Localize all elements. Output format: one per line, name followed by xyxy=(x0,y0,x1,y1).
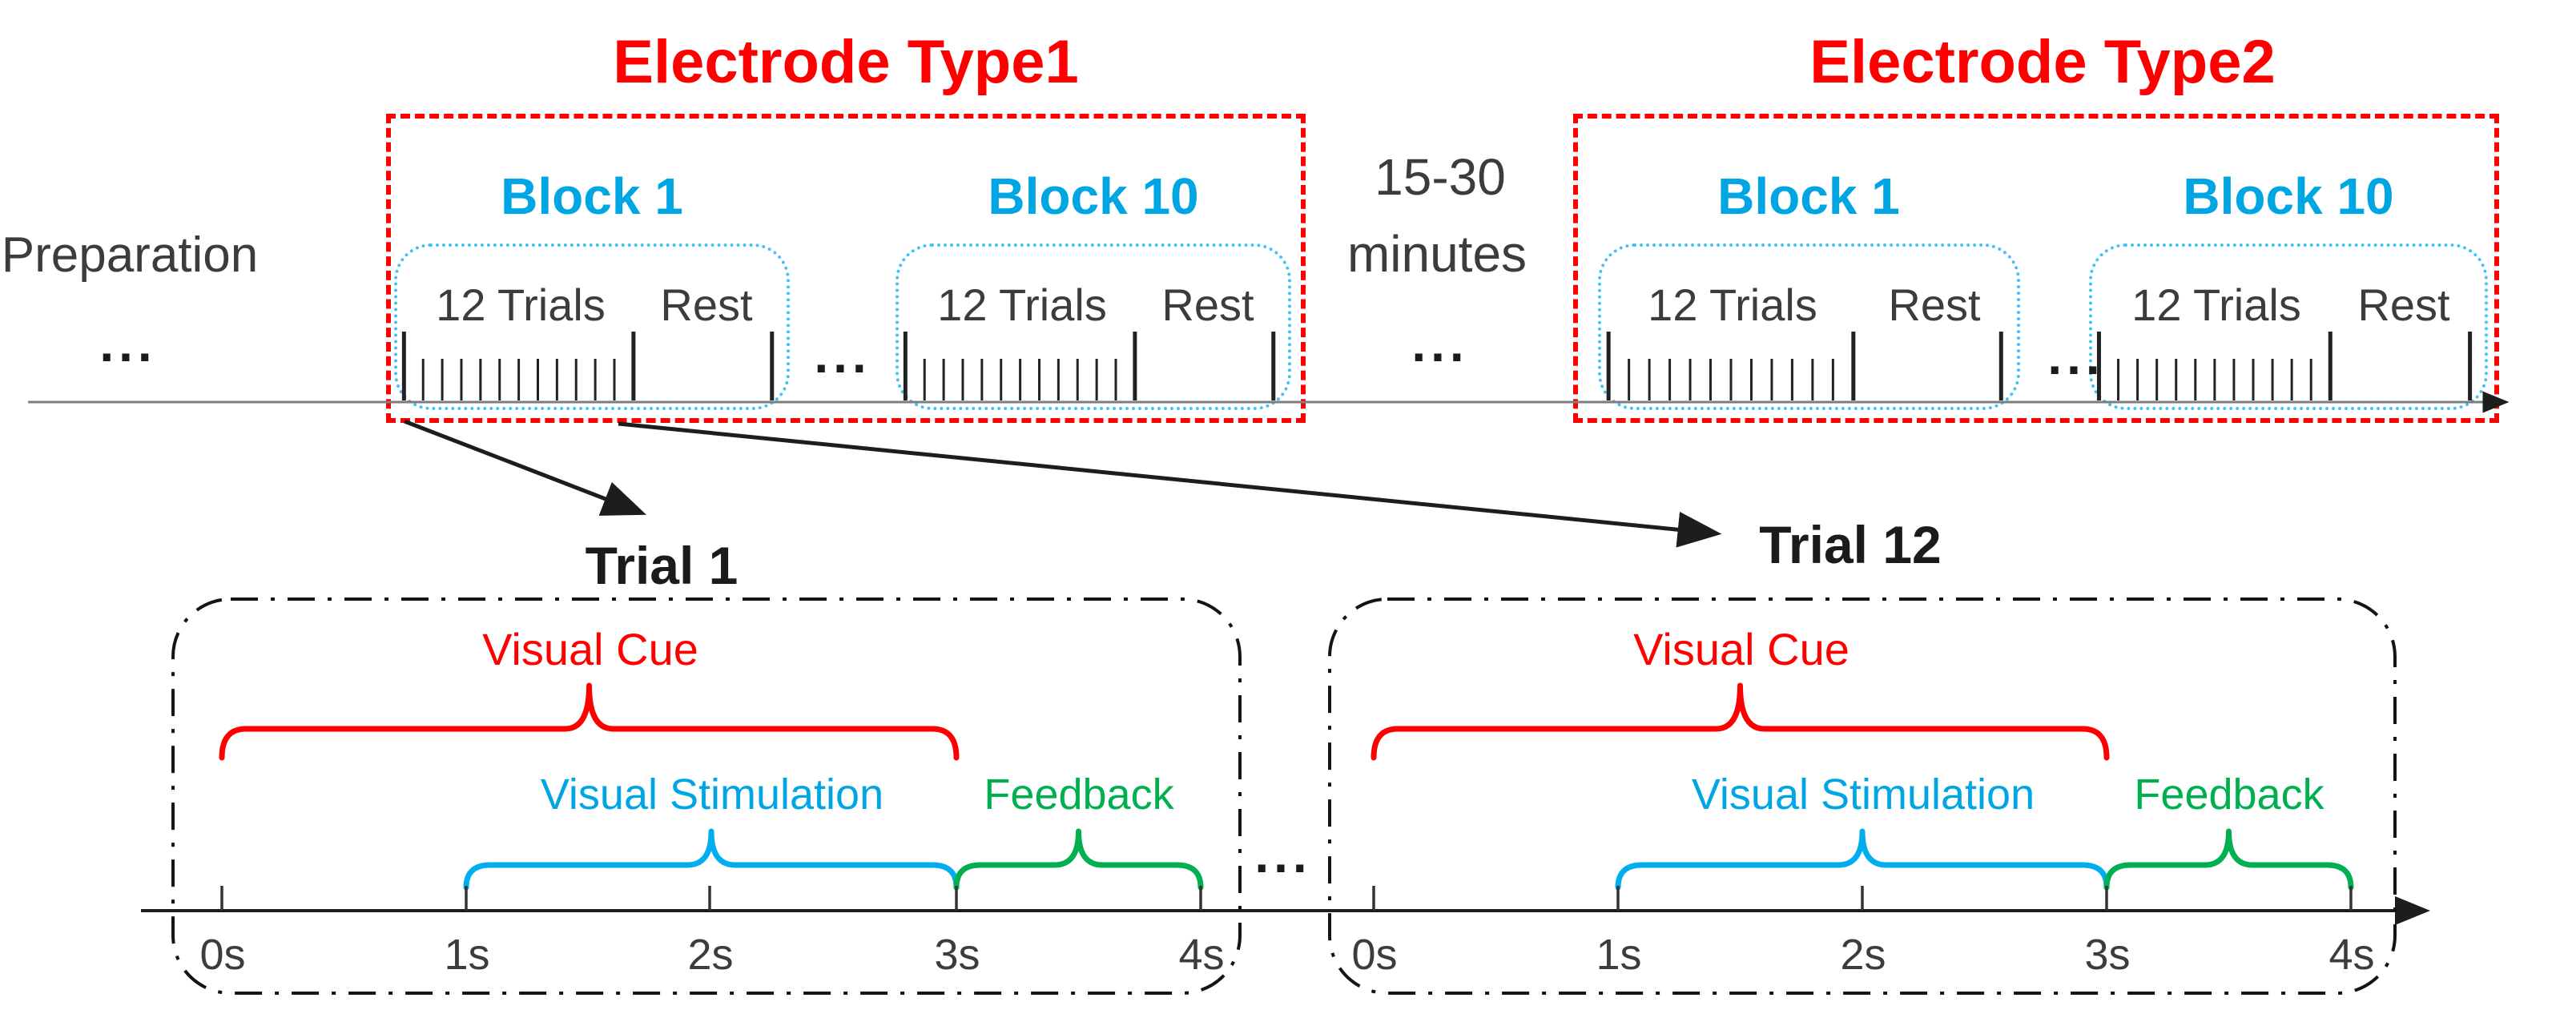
trial1-visual-stimulation-label: Visual Stimulation xyxy=(540,770,884,819)
trial12-visual-stimulation-label: Visual Stimulation xyxy=(1691,770,2035,819)
trial1-visual-cue-brace xyxy=(219,682,960,761)
trial1-callout-arrow xyxy=(404,419,646,516)
trial12-tick-4s: 4s xyxy=(2328,931,2375,979)
trial1-visual-cue-label: Visual Cue xyxy=(482,624,698,674)
between-trials-ellipsis: ... xyxy=(1254,826,1312,883)
interval-ellipsis: ... xyxy=(1411,315,1469,372)
type2-block10-box xyxy=(2089,243,2488,410)
trial12-label: Trial 12 xyxy=(1759,515,1942,574)
trial1-tick-0s: 0s xyxy=(199,931,246,979)
trial1-tick-4s: 4s xyxy=(1178,931,1225,979)
type1-block1-label: Block 1 xyxy=(501,167,683,225)
trial12-tick-0s: 0s xyxy=(1351,931,1398,979)
type2-block1-rest-label: Rest xyxy=(1888,280,1981,330)
electrode-type1-title: Electrode Type1 xyxy=(613,28,1079,96)
electrode-type2-box xyxy=(1573,114,2499,423)
trial1-feedback-brace xyxy=(953,828,1204,891)
type2-block10-label: Block 10 xyxy=(2183,167,2394,225)
type1-between-blocks-ellipsis: ... xyxy=(814,326,871,384)
trial1-tick-2s: 2s xyxy=(687,931,734,979)
preparation-label: Preparation xyxy=(1,227,259,283)
type2-block10-trials-label: 12 Trials xyxy=(2131,280,2301,330)
trial12-callout-arrow xyxy=(618,421,1722,548)
type1-block10-label: Block 10 xyxy=(988,167,1199,225)
electrode-type1-box xyxy=(386,114,1306,423)
type2-block1-trials-label: 12 Trials xyxy=(1648,280,1817,330)
electrode-type2-title: Electrode Type2 xyxy=(1809,28,2276,96)
type1-block1-box xyxy=(394,243,790,410)
type1-block10-rest-label: Rest xyxy=(1161,280,1254,330)
type1-block10-trials-label: 12 Trials xyxy=(937,280,1107,330)
type1-block1-trials-label: 12 Trials xyxy=(436,280,606,330)
trial12-visual-cue-label: Visual Cue xyxy=(1633,624,1849,674)
type2-block1-box xyxy=(1598,243,2020,410)
type1-block10-box xyxy=(896,243,1291,410)
type2-block1-label: Block 1 xyxy=(1717,167,1900,225)
interval-unit-label: minutes xyxy=(1346,225,1527,283)
preparation-ellipsis: ... xyxy=(99,315,157,372)
trial1-visual-stimulation-brace xyxy=(463,828,960,891)
trial12-visual-cue-brace xyxy=(1371,682,2110,761)
trial12-tick-2s: 2s xyxy=(1840,931,1886,979)
type1-block1-rest-label: Rest xyxy=(660,280,753,330)
interval-range-label: 15-30 xyxy=(1375,148,1506,206)
type2-block10-rest-label: Rest xyxy=(2357,280,2450,330)
trial1-label: Trial 1 xyxy=(585,536,739,595)
trial12-tick-3s: 3s xyxy=(2084,931,2131,979)
type2-between-blocks-ellipsis: ... xyxy=(2047,328,2105,385)
trial12-feedback-brace xyxy=(2103,828,2354,891)
trial12-feedback-label: Feedback xyxy=(2134,770,2324,819)
trial12-visual-stimulation-brace xyxy=(1615,828,2110,891)
trial1-tick-1s: 1s xyxy=(444,931,490,979)
trial1-feedback-label: Feedback xyxy=(984,770,1174,819)
trial12-tick-1s: 1s xyxy=(1596,931,1642,979)
trial1-tick-3s: 3s xyxy=(934,931,980,979)
